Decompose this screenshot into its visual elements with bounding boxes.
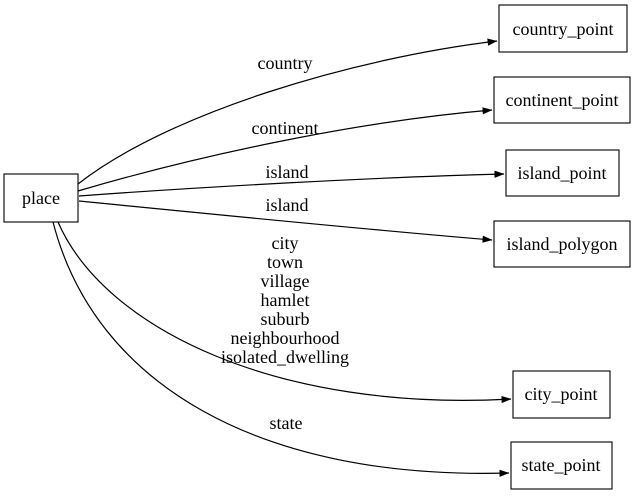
node-island_polygon: island_polygon [493, 220, 631, 268]
node-city_point-box [512, 370, 611, 419]
node-island_polygon-label: island_polygon [507, 234, 618, 254]
node-state_point: state_point [510, 441, 613, 490]
edge-label-isolated-dwelling: isolated_dwelling [221, 347, 349, 367]
edge-label-neighbourhood: neighbourhood [231, 328, 340, 348]
edge-label-island-2: island [266, 195, 309, 215]
edge-place-island_point [78, 170, 505, 197]
edge-label-state: state [270, 413, 303, 433]
node-country_point-box [498, 4, 628, 53]
edge-place-city_point [57, 221, 512, 404]
node-island_point: island_point [505, 149, 620, 197]
node-continent_point-label: continent_point [506, 90, 619, 110]
node-island_point-label: island_point [518, 163, 607, 183]
edge-label-city: city [272, 233, 299, 253]
node-country_point: country_point [498, 4, 628, 53]
edge-place-country_point [77, 38, 498, 185]
node-island_polygon-box [493, 220, 631, 268]
node-place: place [3, 173, 79, 223]
edge-place-island_polygon [78, 200, 493, 243]
node-place-label: place [22, 188, 60, 208]
node-continent_point: continent_point [493, 76, 631, 124]
node-state_point-label: state_point [522, 455, 601, 475]
edge-label-suburb: suburb [261, 309, 310, 329]
edge-label-village: village [261, 271, 310, 291]
edge-place-state_point [52, 221, 510, 477]
node-island_point-box [505, 149, 620, 197]
node-city_point: city_point [512, 370, 611, 419]
edge-label-continent: continent [252, 118, 319, 138]
node-city_point-label: city_point [525, 384, 598, 404]
node-country_point-label: country_point [513, 19, 614, 39]
edge-label-island-1: island [266, 162, 309, 182]
edge-label-town: town [267, 252, 303, 272]
edge-label-hamlet: hamlet [261, 290, 310, 310]
node-place-box [3, 173, 79, 223]
node-continent_point-box [493, 76, 631, 124]
edge-label-country: country [258, 53, 313, 73]
edge-place-continent_point [77, 107, 493, 192]
node-state_point-box [510, 441, 613, 490]
edge-label-city-group: city town village hamlet suburb neighbou… [221, 233, 349, 367]
